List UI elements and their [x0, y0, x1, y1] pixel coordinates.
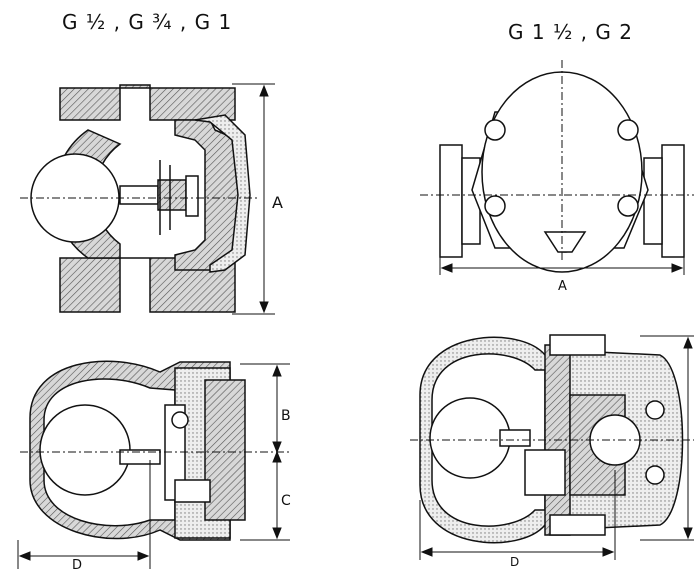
- dimension-a-right: [420, 60, 694, 275]
- dimension-a-left: [20, 83, 275, 315]
- dim-d-label-right: D: [510, 555, 519, 569]
- dimension-bc: [20, 363, 290, 541]
- dim-c-label: C: [281, 493, 291, 509]
- title-large-sizes: G 1 ½ , G 2: [508, 20, 633, 44]
- dimension-d-left: [17, 460, 151, 569]
- dim-b-label: B: [281, 408, 291, 424]
- dim-a-label-left: A: [272, 193, 283, 212]
- plan-section-small: [29, 360, 246, 541]
- plan-section-large: [419, 334, 684, 544]
- title-small-sizes: G ½ , G ¾ , G 1: [62, 10, 233, 34]
- dimension-d-right: [419, 470, 616, 560]
- dim-a-label-right: A: [558, 279, 567, 294]
- dim-d-label-left: D: [72, 558, 82, 569]
- dimension-right-vertical: [410, 335, 694, 541]
